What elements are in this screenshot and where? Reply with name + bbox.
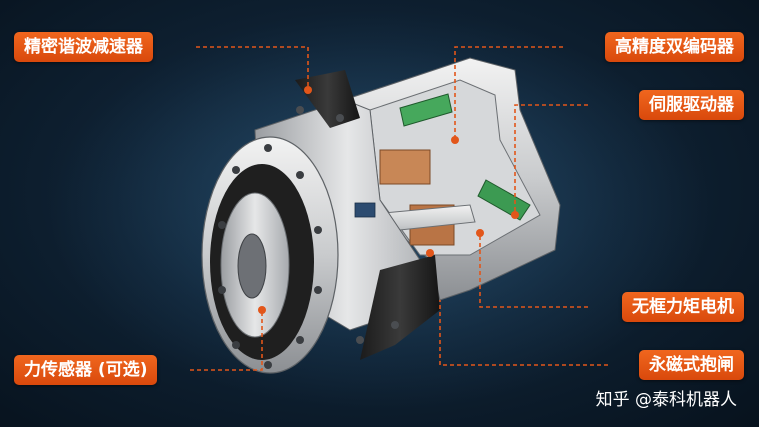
label-frameless-motor: 无框力矩电机	[622, 292, 744, 322]
leader-brake	[439, 300, 608, 366]
label-dual-encoder: 高精度双编码器	[605, 32, 744, 62]
zhihu-watermark: 知乎 @泰科机器人	[595, 390, 737, 410]
label-force-sensor: 力传感器 (可选)	[14, 355, 158, 385]
motor-stator-winding	[379, 149, 431, 185]
leader-encoder	[454, 46, 563, 140]
leader-motor	[479, 233, 588, 308]
leader-reducer	[196, 46, 309, 90]
dot-sensor	[258, 306, 266, 314]
brake-dark-band	[360, 255, 440, 360]
leader-driver	[514, 104, 588, 215]
dot-motor	[476, 229, 484, 237]
reducer-dark-band	[295, 70, 360, 128]
leader-lines	[190, 46, 608, 371]
brand-logo-plate	[354, 202, 376, 218]
dot-driver	[511, 211, 519, 219]
encoder-pcb	[399, 93, 453, 127]
label-harmonic-reducer: 精密谐波减速器	[14, 32, 153, 62]
label-servo-driver: 伺服驱动器	[639, 90, 744, 120]
leader-sensor	[190, 310, 263, 371]
joint-module-illustration	[201, 57, 561, 374]
dot-brake	[426, 249, 434, 257]
dot-encoder	[451, 136, 459, 144]
output-flange-bore	[237, 233, 267, 299]
leader-dots	[258, 86, 519, 314]
label-permanent-magnet-brake: 永磁式抱闸	[639, 350, 744, 380]
flange-bolt-holes	[218, 144, 322, 369]
dot-reducer	[304, 86, 312, 94]
ring-bolts	[296, 106, 399, 344]
